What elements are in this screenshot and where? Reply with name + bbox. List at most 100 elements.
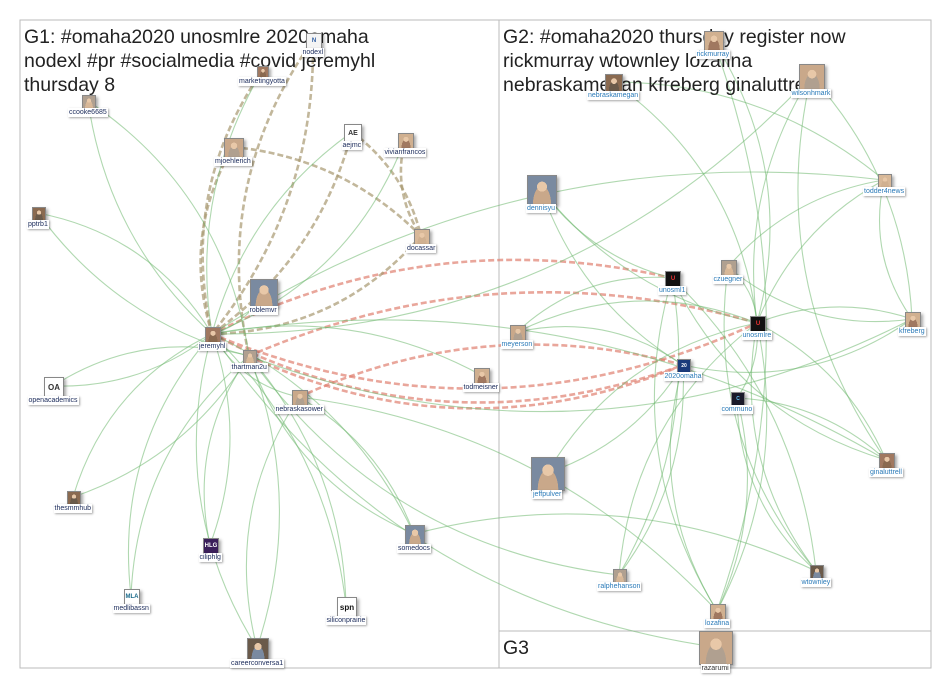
avatar-icon: [67, 491, 81, 505]
edge-jeremyhl-siliconprairie: [211, 333, 347, 607]
node-label: thesmmhub: [53, 504, 93, 513]
avatar-icon: [704, 31, 724, 51]
edge-thartman2u-ciliphlg: [203, 355, 250, 546]
edge-jeremyhl-careerconversa1: [195, 333, 258, 649]
avatar-icon: [527, 175, 557, 205]
node-label: somedocs: [397, 544, 431, 553]
edge-jeremyhl-medlibassn: [127, 333, 213, 597]
node-label: ciliphlg: [198, 553, 222, 562]
edge-communo-ginaluttrell: [736, 397, 887, 461]
edge-unosmlre-todder4news: [756, 179, 885, 324]
uno-logo-icon: U: [750, 316, 766, 332]
edge-2020omaha-kfreberg: [682, 318, 913, 373]
avatar-icon: [605, 74, 623, 92]
avatar-icon: [224, 138, 244, 158]
edge-2020omaha-dennisyu: [540, 188, 684, 366]
node-label: ginaluttrell: [869, 468, 903, 477]
edge-czuegner-todder4news: [727, 179, 885, 268]
edge-nebraskasower-careerconversa1: [245, 396, 300, 649]
node-label: wilsonhmark: [790, 89, 832, 98]
edge-thartman2u-ccooke6685: [87, 100, 250, 357]
node-label: dennisyu: [526, 204, 557, 213]
node-label: siliconprairie: [325, 616, 367, 625]
node-label: 2020omaha: [663, 372, 703, 381]
edge-jeremyhl-vivianfrancos: [211, 139, 406, 335]
edge-unosmlre-ginaluttrell: [756, 322, 887, 461]
edge-czuegner-wtownley: [723, 266, 817, 572]
edge-jeremyhl-wilsonhmark: [211, 75, 812, 335]
avatar-icon: [243, 350, 257, 364]
node-label: czuegner: [712, 275, 744, 284]
edge-thartman2u-somedocs: [248, 355, 415, 535]
edge-thartman2u-2020omaha: [248, 354, 684, 410]
node-label: vivianfrancos: [383, 148, 427, 157]
node-label: kfreberg: [898, 327, 926, 336]
edge-jeremyhl-pptrb1: [37, 212, 213, 335]
edge-unosmlre-meyerson: [516, 300, 758, 333]
avatar-icon: [531, 457, 565, 491]
node-label: rickmurray: [695, 50, 731, 59]
panel-g1: [19, 19, 500, 669]
edge-unosml1-lozafina: [653, 277, 718, 612]
node-label: todder4news: [863, 187, 906, 196]
edge-jeremyhl-thesmmhub: [72, 333, 213, 498]
node-label: nodexl: [301, 48, 325, 57]
avatar-icon: [810, 565, 824, 579]
node-label: lozafina: [704, 619, 731, 628]
edge-nodexl-thartman2u: [237, 39, 315, 357]
edge-unosmlre-ralphehanson: [618, 322, 758, 576]
edge-unosml1-dennisyu: [540, 188, 673, 279]
edge-communo-wtownley: [736, 397, 817, 572]
edge-aejmc-docassar: [351, 130, 423, 237]
aejmc-logo-icon: AE: [344, 124, 362, 142]
avatar-icon: [879, 453, 895, 469]
edge-jeremyhl-ginaluttrell: [211, 319, 887, 461]
edge-jeremyhl-2020omaha: [211, 332, 684, 404]
edge-jeremyhl-marketingyotta: [206, 70, 263, 335]
avatar-icon: [414, 229, 430, 245]
edge-unosml1-meyerson: [516, 276, 673, 333]
avatar-icon: [721, 260, 737, 276]
avatar-icon: [905, 312, 921, 328]
node-label: docassar: [406, 244, 437, 253]
avatar-icon: [474, 368, 490, 384]
node-label: communo: [720, 405, 754, 414]
edge-czuegner-kfreberg: [727, 266, 913, 323]
edge-communo-lozafina: [716, 397, 748, 612]
edge-aejmc-jeremyhl: [211, 131, 354, 336]
edge-unosml1-ralphehanson: [618, 277, 680, 576]
edge-todder4news-kfreberg: [879, 179, 913, 320]
avatar-icon: [710, 604, 726, 620]
node-label: marketingyotta: [238, 77, 286, 86]
node-label: nebraskasower: [274, 405, 324, 414]
edge-nebraskasower-lozafina: [298, 396, 718, 612]
node-label: todmeisner: [462, 383, 500, 392]
edge-2020omaha-jeffpulver: [546, 364, 684, 474]
edge-jeremyhl-ciliphlg: [209, 333, 231, 546]
uno-logo-icon: U: [665, 271, 681, 287]
omaha-logo-icon: 20: [677, 359, 691, 373]
node-label: thartman2u: [230, 363, 268, 372]
edge-unosmlre-lozafina: [716, 322, 768, 612]
avatar-icon: [32, 207, 46, 221]
spn-logo-icon: spn: [337, 597, 357, 617]
node-label: openacademics: [27, 396, 79, 405]
avatar-icon: [699, 631, 733, 665]
mla-logo-icon: MLA: [124, 589, 140, 605]
group-label-g1: G1: #omaha2020 unosmlre 2020omaha nodexl…: [24, 26, 376, 96]
edge-rickmurray-lozafina: [712, 39, 767, 612]
avatar-icon: [205, 327, 221, 343]
node-label: pptrb1: [27, 220, 49, 229]
oa-logo-icon: OA: [44, 377, 64, 397]
node-label: ccooke6685: [68, 108, 108, 117]
edge-2020omaha-lozafina: [669, 364, 718, 612]
edge-jeremyhl-aejmc: [211, 131, 353, 335]
edge-unosmlre-jeffpulver: [546, 322, 758, 474]
node-label: wtownley: [800, 578, 832, 587]
nodexl-logo-icon: N: [306, 33, 322, 49]
avatar-icon: [398, 133, 414, 149]
edge-thartman2u-siliconprairie: [248, 355, 347, 607]
edge-thartman2u-thesmmhub: [72, 355, 250, 498]
avatar-icon: [82, 95, 96, 109]
node-label: jeremyhl: [198, 342, 227, 351]
